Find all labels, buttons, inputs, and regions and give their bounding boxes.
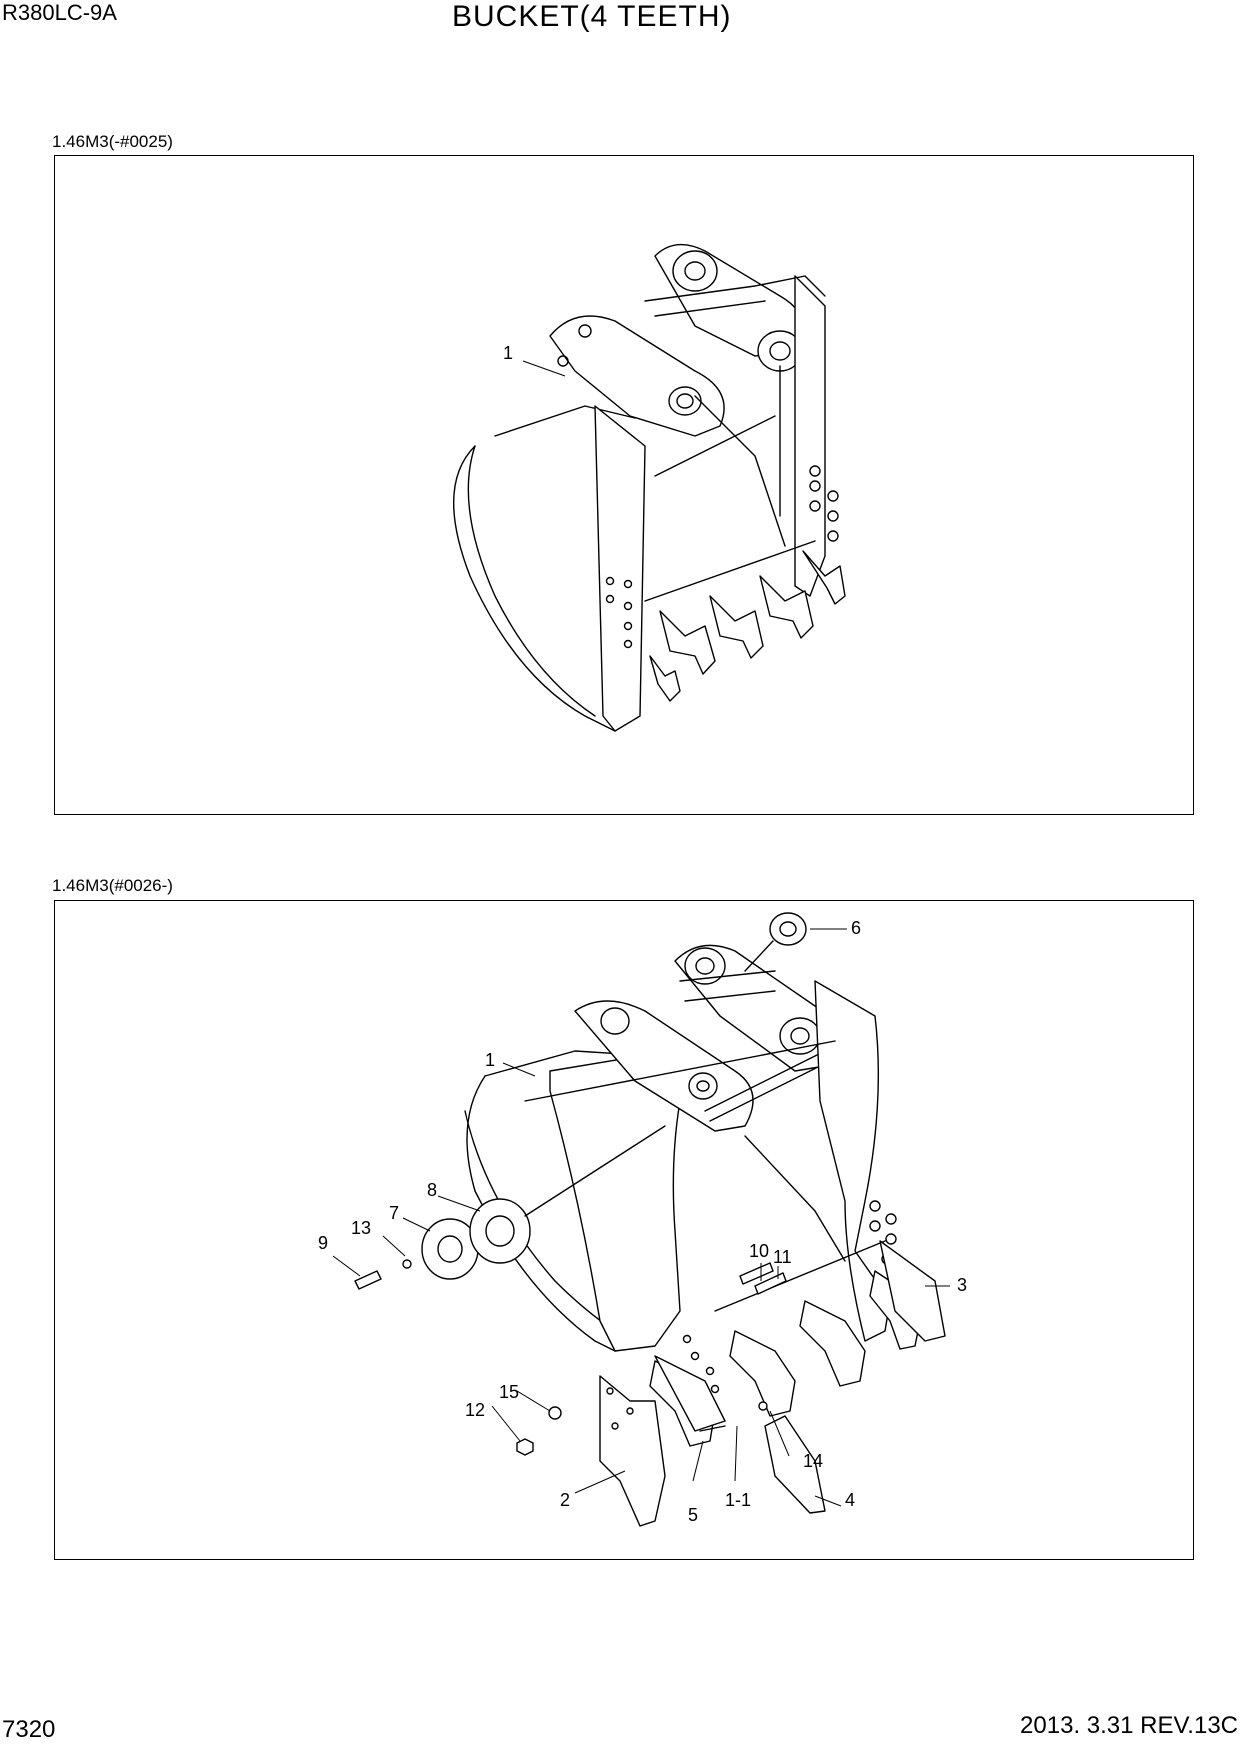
callout-1: 1 [503,343,513,363]
callout-15: 15 [499,1382,519,1402]
callout-1-1: 1-1 [725,1490,751,1510]
callout-9: 9 [318,1233,328,1253]
diagram-frame-late: 1 1-1 2 3 4 5 6 7 8 9 10 11 12 13 14 15 [54,900,1194,1560]
leader-1 [522,360,566,377]
bucket-assembly-1 [452,243,846,732]
section-label-early: 1.46M3(-#0025) [52,132,173,151]
callout-12: 12 [465,1400,485,1420]
bucket-drawing-late: 1 1-1 2 3 4 5 6 7 8 9 10 11 12 13 14 15 [318,912,967,1527]
callout-13: 13 [351,1218,371,1238]
callout-11: 11 [773,1247,792,1267]
callout-14: 14 [803,1451,823,1471]
section-label-late: 1.46M3(#0026-) [52,876,173,895]
date-revision: 2013. 3.31 REV.13C [1020,1712,1238,1739]
page-number: 7320 [2,1716,56,1743]
diagram-frame-early: 1 [54,155,1194,815]
page-title: BUCKET(4 TEETH) [452,0,732,33]
bucket-drawing-early: 1 [452,243,846,732]
callout-7: 7 [389,1203,399,1223]
callout-1: 1 [485,1050,495,1070]
model-name: R380LC-9A [2,0,117,25]
callout-10: 10 [749,1241,769,1261]
callout-3: 3 [957,1275,967,1295]
callout-8: 8 [427,1180,437,1200]
callout-6: 6 [851,918,861,938]
callout-4: 4 [845,1490,855,1510]
leader-lines [332,928,950,1507]
bucket-assembly-2 [354,912,946,1527]
callout-5: 5 [688,1505,698,1525]
callout-2: 2 [560,1490,570,1510]
